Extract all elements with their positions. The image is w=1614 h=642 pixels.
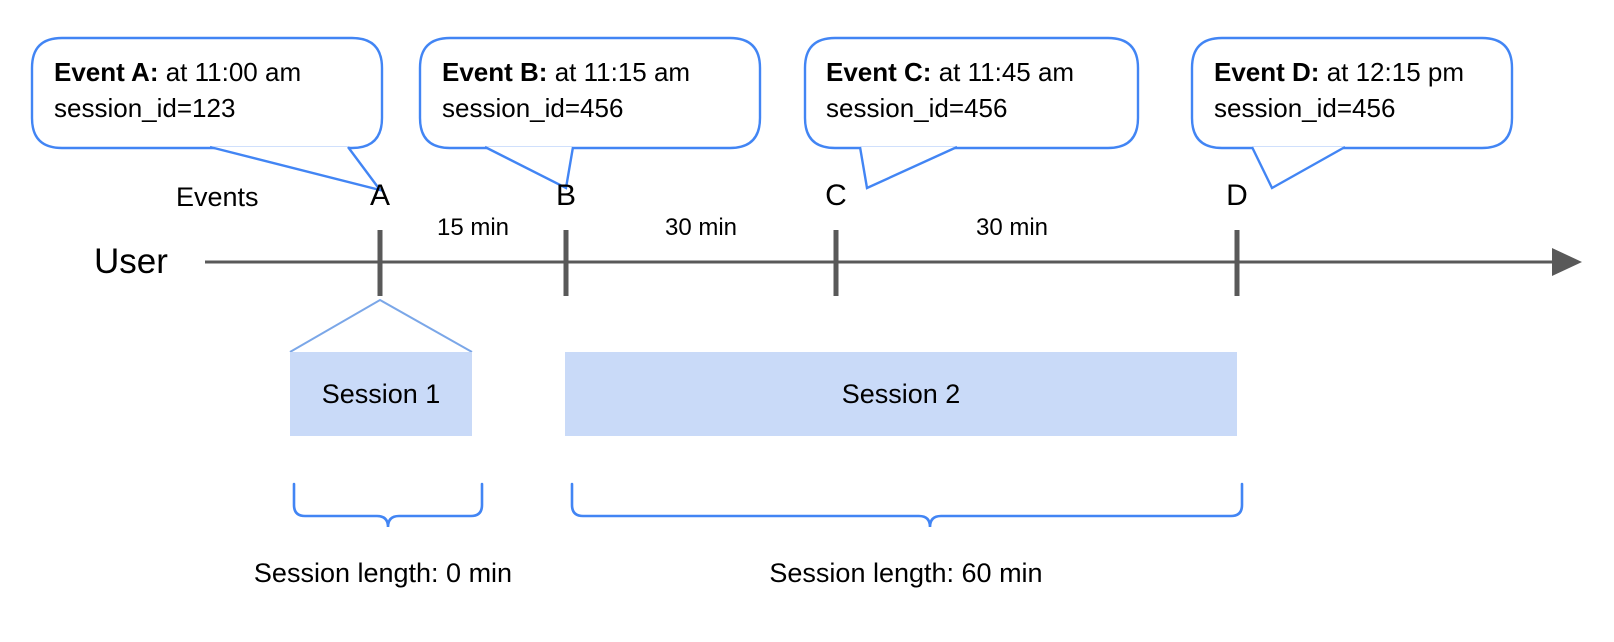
session-1-tent-lines	[289, 298, 473, 353]
callout-b-text: Event B: at 11:15 am session_id=456	[442, 54, 752, 126]
session-2-length-label: Session length: 60 min	[769, 558, 1043, 588]
events-row-label: Events	[176, 182, 259, 212]
callout-c-line2: session_id=456	[826, 93, 1008, 123]
event-marker-label-a: A	[369, 179, 390, 212]
callout-bubble-c	[803, 36, 1140, 190]
callout-a-tail	[209, 145, 383, 192]
callout-d-tail	[1250, 145, 1346, 190]
callout-d-text: Event D: at 12:15 pm session_id=456	[1214, 54, 1524, 126]
callout-d-line2: session_id=456	[1214, 93, 1396, 123]
callout-d-line1: Event D: at 12:15 pm	[1214, 54, 1524, 90]
timeline-axis	[205, 248, 1582, 276]
callout-a-body	[30, 36, 384, 150]
callout-d-body	[1190, 36, 1514, 150]
callout-c-body	[803, 36, 1140, 150]
callout-bubble-b	[418, 36, 762, 190]
callout-b-tail	[484, 145, 575, 190]
event-marker-label-c: C	[825, 179, 847, 212]
callout-a-text: Event A: at 11:00 am session_id=123	[54, 54, 374, 126]
callout-d-lead: Event D:	[1214, 57, 1320, 87]
callout-b-body	[418, 36, 762, 150]
session-1-brace	[292, 482, 484, 528]
event-marker-label-d: D	[1226, 179, 1248, 212]
callout-bubble-d	[1190, 36, 1514, 190]
interval-label-bc: 30 min	[664, 214, 738, 241]
session-2-bar	[565, 352, 1237, 436]
interval-label-cd: 30 min	[975, 214, 1049, 241]
callout-a-line1: Event A: at 11:00 am	[54, 54, 374, 90]
session-1-label: Session 1	[321, 379, 441, 409]
callout-b-rest: at 11:15 am	[547, 57, 691, 87]
session-1-brace-path	[292, 482, 484, 528]
timeline-arrow-icon	[1552, 248, 1582, 276]
event-tick-markers	[377, 230, 1240, 296]
callout-a-lead: Event A:	[54, 57, 159, 87]
session-2-brace	[570, 482, 1244, 528]
callout-a-rest: at 11:00 am	[158, 57, 302, 87]
callout-b-line1: Event B: at 11:15 am	[442, 54, 752, 90]
callout-c-lead: Event C:	[826, 57, 932, 87]
session-1-bar	[290, 352, 472, 436]
callout-c-line1: Event C: at 11:45 am	[826, 54, 1136, 90]
session-2-label: Session 2	[841, 379, 961, 409]
session-2-brace-path	[570, 482, 1244, 528]
callout-b-lead: Event B:	[442, 57, 548, 87]
interval-label-ab: 15 min	[436, 214, 510, 241]
callout-c-text: Event C: at 11:45 am session_id=456	[826, 54, 1136, 126]
event-marker-label-b: B	[555, 179, 576, 212]
callout-b-line2: session_id=456	[442, 93, 624, 123]
session-1-connector	[289, 298, 473, 353]
session-1-length-label: Session length: 0 min	[253, 558, 513, 588]
callout-a-line2: session_id=123	[54, 93, 236, 123]
callout-d-rest: at 12:15 pm	[1319, 57, 1465, 87]
callout-bubble-a	[30, 36, 384, 192]
callout-c-tail	[858, 145, 958, 190]
user-row-label: User	[94, 242, 168, 281]
callout-c-rest: at 11:45 am	[931, 57, 1075, 87]
